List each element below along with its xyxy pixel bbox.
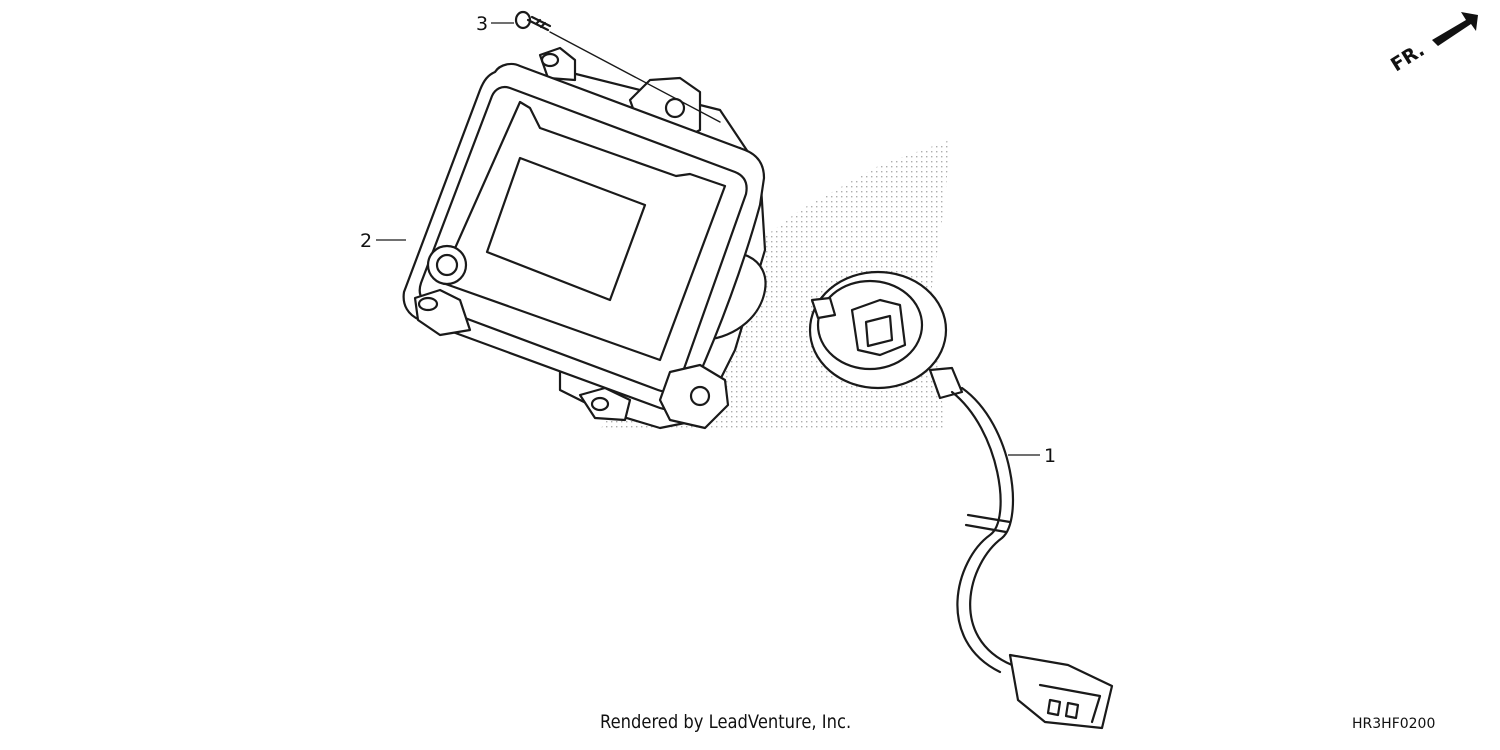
callout-1: 1 — [1044, 445, 1056, 467]
callout-2: 2 — [360, 230, 372, 252]
part-3-screw — [514, 10, 721, 123]
footer-credit: Rendered by LeadVenture, Inc. — [600, 711, 852, 733]
front-direction-indicator: FR. — [1387, 12, 1478, 76]
part-1-wire-harness — [808, 270, 1114, 730]
diagram-code: HR3HF0200 — [1352, 716, 1436, 732]
callout-3: 3 — [476, 13, 488, 35]
direction-label: FR. — [1387, 39, 1428, 76]
part-2-control-module — [402, 46, 767, 430]
direction-arrow-icon — [1432, 12, 1478, 46]
